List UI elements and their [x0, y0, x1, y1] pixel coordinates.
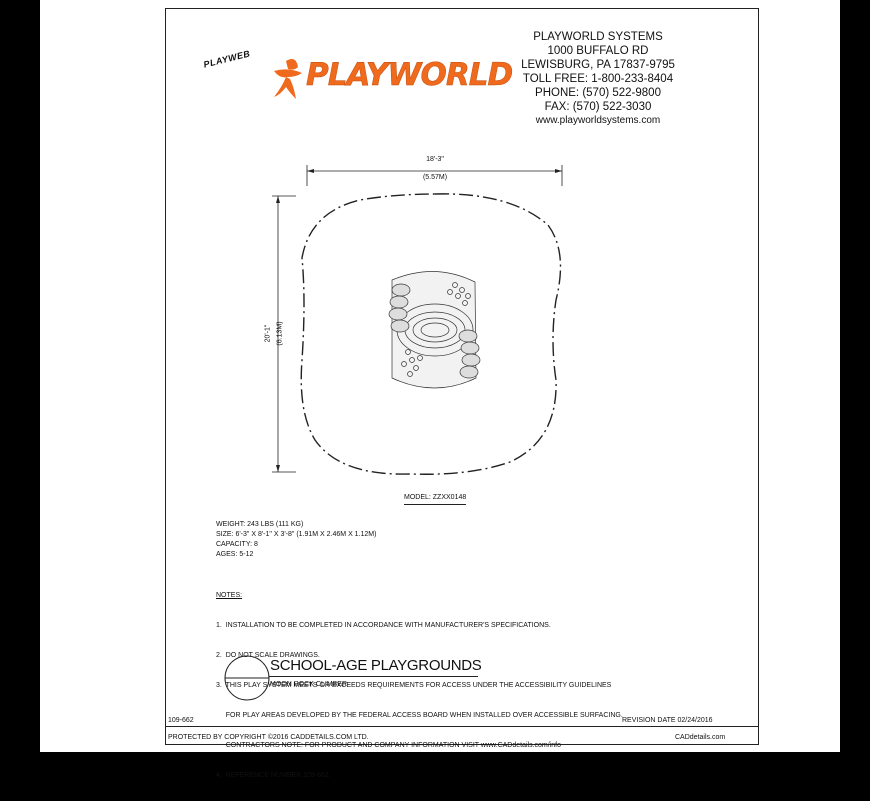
note-item: 1. INSTALLATION TO BE COMPLETED IN ACCOR…: [216, 622, 551, 629]
spec-size: SIZE: 6'-3" X 8'-1" X 3'-8" (1.91M X 2.4…: [216, 531, 377, 538]
note-item: 2. DO NOT SCALE DRAWINGS.: [216, 652, 320, 659]
note-item: CONTRACTORS NOTE: FOR PRODUCT AND COMPAN…: [216, 742, 561, 749]
playworld-figure-icon: [274, 59, 302, 99]
reference-number: 109-662: [168, 717, 194, 724]
spec-weight: WEIGHT: 243 LBS (111 KG): [216, 521, 304, 528]
width-dimension-ft: 18'-3": [426, 156, 444, 163]
company-address: PLAYWORLD SYSTEMS 1000 BUFFALO RD LEWISB…: [518, 30, 678, 128]
note-item: FOR PLAY AREAS DEVELOPED BY THE FEDERAL …: [216, 712, 623, 719]
caddetails-link[interactable]: CADdetails.com: [675, 734, 726, 741]
spec-ages: AGES: 5-12: [216, 551, 254, 558]
title-symbol: [224, 655, 270, 701]
note-item: 3. THIS PLAY SYSTEM MEETS OR EXCEEDS REQ…: [216, 682, 612, 689]
use-zone-outline: [300, 193, 562, 475]
specifications: WEIGHT: 243 LBS (111 KG) SIZE: 6'-3" X 8…: [216, 520, 376, 560]
right-gutter: [840, 0, 870, 755]
copyright: PROTECTED BY COPYRIGHT ©2016 CADDETAILS.…: [168, 734, 369, 741]
playworld-logo: PLAYWORLD: [306, 57, 514, 94]
notes-heading: NOTES:: [216, 592, 243, 599]
spec-capacity: CAPACITY: 8: [216, 541, 258, 548]
company-tollfree: TOLL FREE: 1-800-233-8404: [522, 73, 674, 85]
title-rule: [269, 676, 478, 677]
company-phone: PHONE: (570) 522-9800: [535, 87, 661, 99]
footer-rule: [165, 726, 759, 727]
note-item: 4. REFERENCE NUMBER 109-662.: [216, 772, 331, 779]
company-name: PLAYWORLD SYSTEMS: [533, 31, 663, 43]
drawing-sheet: PLAYWEB PLAYWORLD PLAYWORLD SYSTEMS 1000…: [40, 0, 840, 779]
company-fax: FAX: (570) 522-3030: [544, 101, 652, 113]
revision-date: REVISION DATE 02/24/2016: [622, 717, 713, 724]
sheet-title: SCHOOL-AGE PLAYGROUNDS: [270, 657, 482, 674]
width-dimension-m: (5.57M): [422, 174, 448, 181]
plan-drawing: [272, 165, 563, 475]
company-street: 1000 BUFFALO RD: [547, 45, 649, 57]
height-dimension-m: (6.13M): [276, 321, 284, 346]
company-city: LEWISBURG, PA 17837-9795: [521, 59, 675, 71]
left-gutter: [0, 0, 40, 755]
sheet-border: [165, 8, 759, 745]
sheet-subtitle: MOON ROCK CLIMBER: [270, 681, 348, 688]
model-label: MODEL: ZZXX0148: [404, 493, 467, 505]
company-website: www.playworldsystems.com: [535, 115, 661, 126]
height-dimension-ft: 20'-1": [264, 324, 272, 343]
moon-rock-climber: [388, 271, 481, 389]
